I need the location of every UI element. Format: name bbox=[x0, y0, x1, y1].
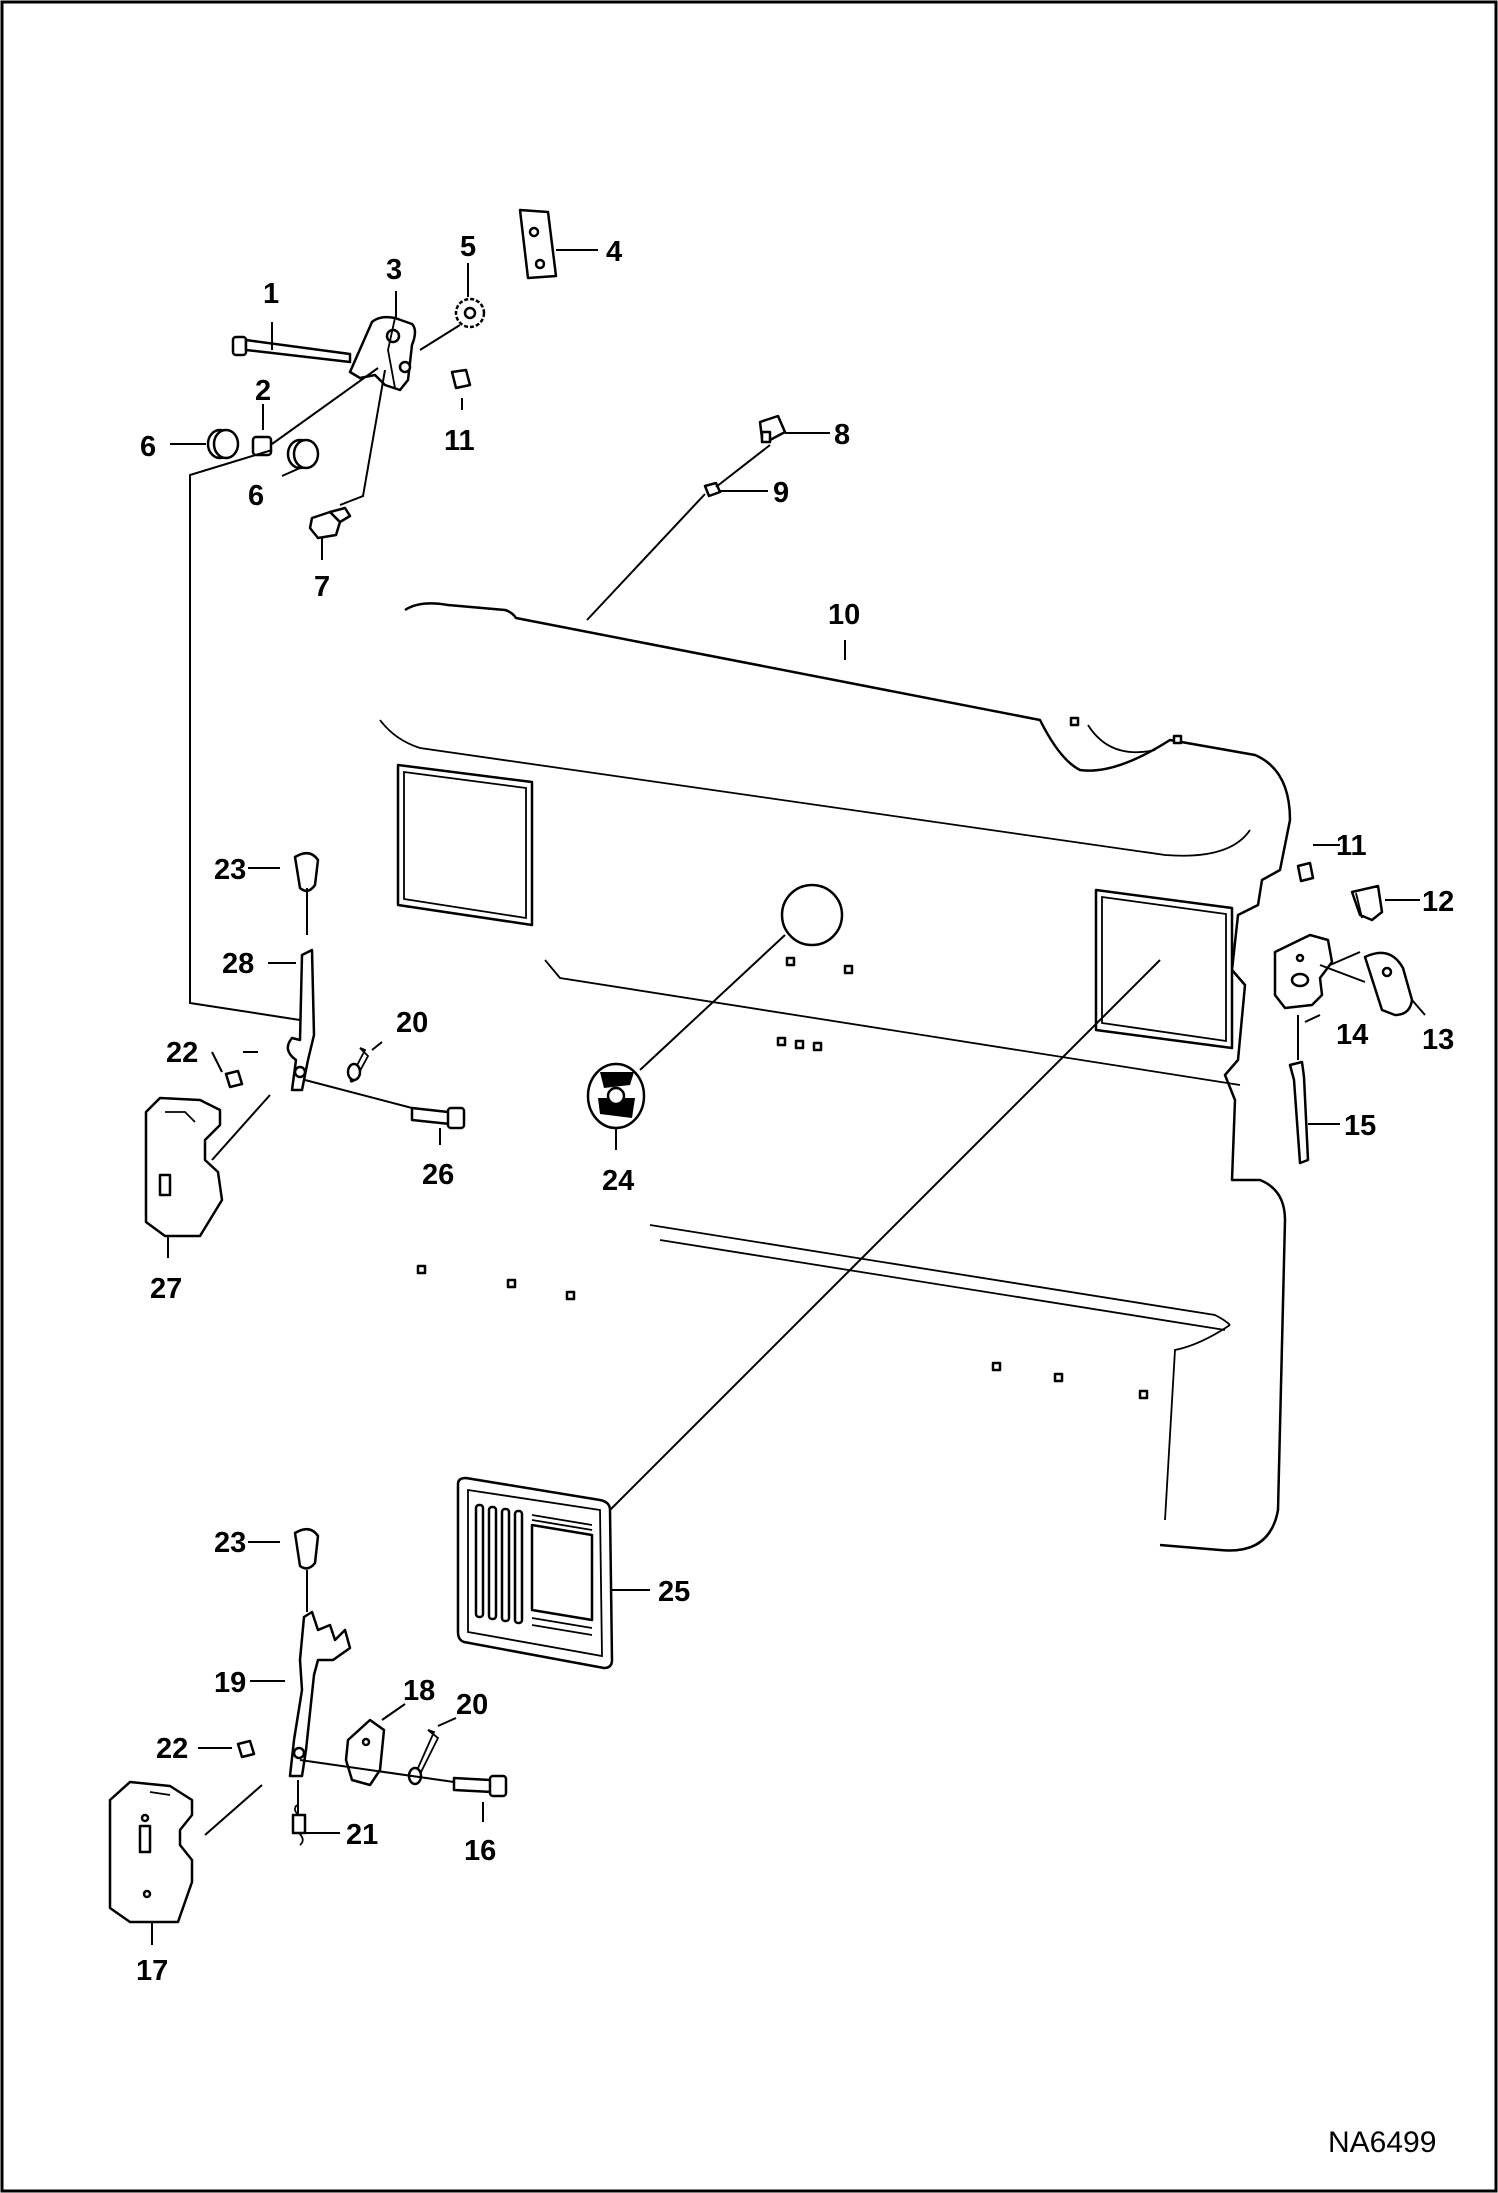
part-16-shoulder-bolt bbox=[452, 1774, 508, 1798]
callout-20: 20 bbox=[396, 1007, 428, 1039]
callout-11: 11 bbox=[1336, 830, 1367, 862]
part-6-bushing-right bbox=[286, 438, 320, 470]
part-6-bushing-left bbox=[206, 428, 240, 460]
part-14-bracket bbox=[1273, 933, 1334, 1010]
callout-4: 4 bbox=[606, 236, 622, 268]
callout-11: 11 bbox=[444, 425, 475, 457]
callout-19: 19 bbox=[214, 1667, 246, 1699]
part-23-handle-lower bbox=[293, 1527, 320, 1570]
part-27-latch-housing bbox=[144, 1096, 224, 1238]
callout-21: 21 bbox=[346, 1819, 378, 1851]
callout-3: 3 bbox=[386, 254, 402, 286]
part-15-pin bbox=[1288, 1060, 1310, 1165]
part-24-knob bbox=[586, 1062, 646, 1130]
callout-23: 23 bbox=[214, 1527, 246, 1559]
part-18-cam bbox=[344, 1718, 386, 1787]
callout-8: 8 bbox=[834, 419, 850, 451]
callout-10: 10 bbox=[828, 599, 860, 631]
callout-24: 24 bbox=[602, 1165, 634, 1197]
callout-7: 7 bbox=[314, 571, 330, 603]
part-22-nut-lower bbox=[236, 1739, 256, 1759]
callout-26: 26 bbox=[422, 1159, 454, 1191]
part-1-bolt bbox=[231, 335, 352, 364]
part-26-shoulder-bolt bbox=[410, 1106, 466, 1130]
part-11-nut bbox=[450, 368, 472, 390]
callout-20: 20 bbox=[456, 1689, 488, 1721]
part-5-lock-washer bbox=[454, 297, 486, 329]
part-19-lever bbox=[288, 1610, 352, 1778]
callout-16: 16 bbox=[464, 1835, 496, 1867]
callout-15: 15 bbox=[1344, 1110, 1376, 1142]
part-23-handle-upper bbox=[293, 851, 320, 893]
callout-1: 1 bbox=[263, 278, 279, 310]
part-3-hinge-bracket bbox=[348, 315, 417, 392]
part-4-plate bbox=[518, 208, 558, 280]
callout-27: 27 bbox=[150, 1273, 182, 1305]
callout-17: 17 bbox=[136, 1955, 168, 1987]
callout-18: 18 bbox=[403, 1675, 435, 1707]
callout-23: 23 bbox=[214, 854, 246, 886]
callout-22: 22 bbox=[166, 1037, 198, 1069]
part-22-nut-upper bbox=[224, 1069, 244, 1089]
part-13-catch bbox=[1363, 951, 1414, 1017]
callout-6: 6 bbox=[248, 480, 264, 512]
part-28-lever bbox=[286, 948, 316, 1092]
part-20-spring-upper bbox=[346, 1047, 370, 1083]
callout-28: 28 bbox=[222, 948, 254, 980]
part-8-bumper bbox=[758, 414, 787, 444]
callout-6: 6 bbox=[140, 431, 156, 463]
part-11-nut-right bbox=[1296, 861, 1315, 883]
callout-2: 2 bbox=[255, 375, 271, 407]
callout-12: 12 bbox=[1422, 886, 1454, 918]
part-7-bolt bbox=[308, 506, 352, 540]
callout-22: 22 bbox=[156, 1733, 188, 1765]
callout-25: 25 bbox=[658, 1576, 690, 1608]
door-panel bbox=[379, 602, 1292, 1552]
callout-14: 14 bbox=[1336, 1019, 1368, 1051]
callout-5: 5 bbox=[460, 231, 476, 263]
figure-id: NA6499 bbox=[1328, 2126, 1436, 2159]
callout-13: 13 bbox=[1422, 1024, 1454, 1056]
callout-labels: 1 2 3 4 5 6 6 7 8 9 10 11 11 12 13 14 15… bbox=[136, 231, 1454, 1987]
part-12-clip bbox=[1350, 884, 1384, 922]
part-17-latch-housing bbox=[108, 1780, 194, 1924]
part-25-vent-grille bbox=[456, 1476, 614, 1670]
part-2-spacer bbox=[251, 435, 273, 457]
callout-9: 9 bbox=[773, 477, 789, 509]
